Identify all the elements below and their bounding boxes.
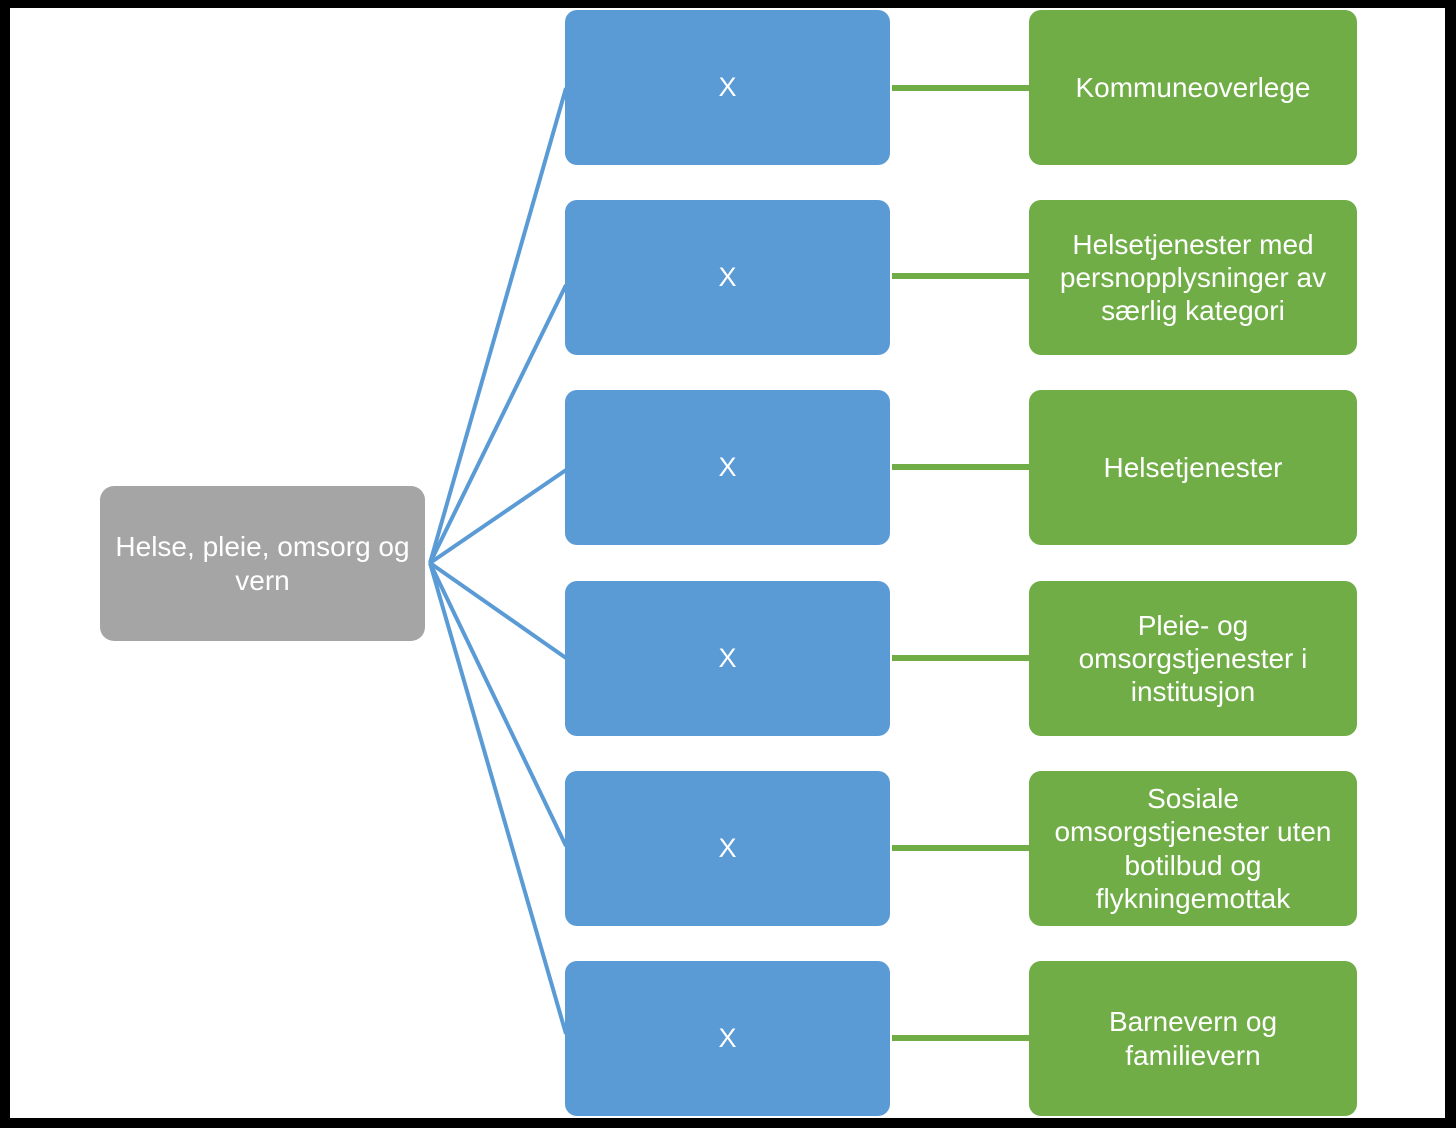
node-leaf-3-label: Helsetjenester bbox=[1103, 451, 1283, 483]
node-leaf-helsetjenester[interactable]: Helsetjenester bbox=[1029, 390, 1357, 545]
node-leaf-helsetjenester-saerlig-kategori[interactable]: Helsetjenester med persnopplysninger av … bbox=[1029, 200, 1357, 355]
node-leaf-pleie-omsorg-institusjon[interactable]: Pleie- og omsorgstjenester i institusjon bbox=[1029, 581, 1357, 736]
node-leaf-5-label: Sosiale omsorgstjenester uten botilbud o… bbox=[1054, 783, 1332, 914]
node-leaf-2-label: Helsetjenester med persnopplysninger av … bbox=[1059, 228, 1327, 327]
node-middle-1[interactable]: X bbox=[565, 10, 890, 165]
node-leaf-sosiale-omsorgstjenester[interactable]: Sosiale omsorgstjenester uten botilbud o… bbox=[1029, 771, 1357, 926]
node-leaf-6-label: Barnevern og familievern bbox=[1108, 1006, 1278, 1071]
node-middle-6[interactable]: X bbox=[565, 961, 890, 1116]
node-middle-3[interactable]: X bbox=[565, 390, 890, 545]
node-root-label: Helse, pleie, omsorg og vern bbox=[115, 531, 410, 596]
node-middle-6-label: X bbox=[718, 1022, 737, 1053]
node-middle-4-label: X bbox=[718, 642, 737, 673]
node-middle-2[interactable]: X bbox=[565, 200, 890, 355]
node-leaf-4-label: Pleie- og omsorgstjenester i institusjon bbox=[1078, 609, 1308, 708]
node-middle-2-label: X bbox=[718, 261, 737, 292]
node-middle-4[interactable]: X bbox=[565, 581, 890, 736]
node-middle-1-label: X bbox=[718, 71, 737, 102]
root-fan-lines bbox=[428, 87, 568, 1035]
node-middle-5[interactable]: X bbox=[565, 771, 890, 926]
node-leaf-barnevern-familievern[interactable]: Barnevern og familievern bbox=[1029, 961, 1357, 1116]
node-root[interactable]: Helse, pleie, omsorg og vern bbox=[100, 486, 425, 641]
leaf-connector-lines bbox=[892, 85, 1030, 1041]
slide-area: Helse, pleie, omsorg og vern X X X X X X… bbox=[10, 8, 1445, 1118]
node-leaf-1-label: Kommuneoverlege bbox=[1075, 71, 1311, 103]
node-middle-5-label: X bbox=[718, 832, 737, 863]
node-middle-3-label: X bbox=[718, 451, 737, 482]
node-leaf-kommuneoverlege[interactable]: Kommuneoverlege bbox=[1029, 10, 1357, 165]
